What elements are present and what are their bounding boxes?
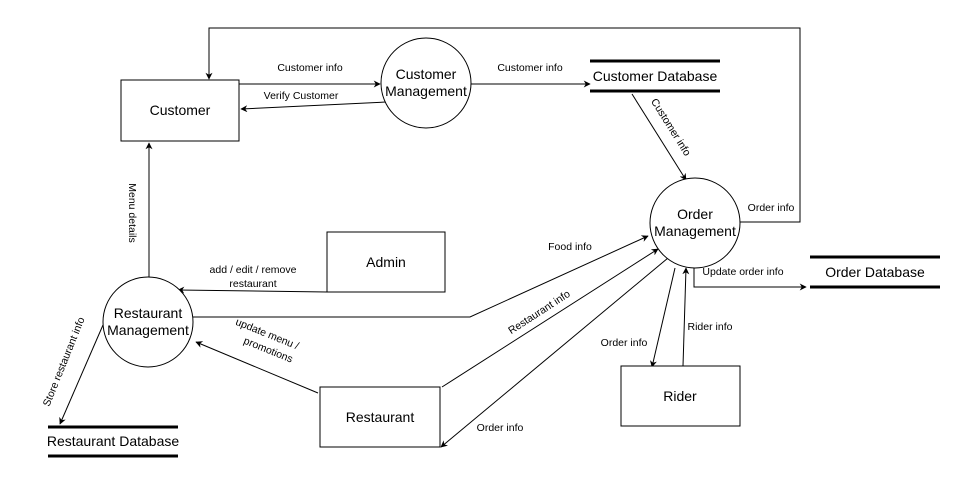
flow-label-add-edit-remove-line2: restaurant (229, 278, 276, 290)
customer-management-label-line1: Customer (396, 66, 457, 82)
restaurant-database-label: Restaurant Database (47, 433, 180, 449)
flow-label-verify-customer: Verify Customer (264, 90, 339, 102)
restaurant-management-process: Restaurant Management (102, 276, 194, 368)
flow-order-management-to-customer (205, 27, 801, 223)
restaurant-management-label-line1: Restaurant (114, 305, 183, 321)
order-database-label: Order Database (825, 264, 925, 280)
customer-entity: Customer (120, 79, 240, 142)
order-database-store: Order Database (810, 255, 940, 289)
customer-database-store: Customer Database (590, 59, 720, 93)
restaurant-entity: Restaurant (319, 386, 441, 448)
flow-label-add-edit-remove-line1: add / edit / remove (210, 264, 297, 276)
flow-restaurant-management-to-restaurant-database (59, 324, 104, 425)
order-management-label-line2: Management (654, 223, 736, 239)
flow-label-order-info-rider: Order info (601, 337, 648, 349)
flow-label-menu-details: Menu details (126, 183, 138, 243)
flow-admin-to-restaurant-management (177, 286, 328, 294)
restaurant-label: Restaurant (346, 409, 415, 425)
flow-lines (59, 27, 807, 448)
flow-label-update-order-info: Update order info (702, 266, 783, 278)
admin-label: Admin (366, 254, 406, 270)
flow-restaurant-to-order-management (441, 248, 659, 388)
customer-database-label: Customer Database (593, 68, 718, 84)
customer-label: Customer (150, 102, 211, 118)
flow-label-customer-info-2: Customer info (497, 62, 563, 74)
flow-label-order-info-customer: Order info (748, 202, 795, 214)
flow-label-store-restaurant-info: Store restaurant info (41, 315, 88, 408)
customer-management-process: Customer Management (380, 37, 472, 129)
flow-order-management-to-order-database (693, 268, 807, 291)
admin-entity: Admin (326, 231, 446, 293)
flow-label-restaurant-info: Restaurant info (506, 288, 572, 337)
flow-customer-management-to-customer (240, 101, 387, 113)
restaurant-database-store: Restaurant Database (47, 425, 180, 458)
flow-restaurant-management-to-order-management (193, 235, 649, 318)
flow-customer-database-to-order-management (631, 93, 687, 181)
flow-restaurant-to-restaurant-management (195, 341, 319, 394)
order-management-label-line1: Order (677, 206, 713, 222)
flow-rider-to-order-management (682, 267, 690, 367)
rider-label: Rider (663, 388, 697, 404)
customer-management-label-line2: Management (385, 83, 467, 99)
flow-order-management-to-restaurant (440, 257, 669, 448)
flow-label-food-info: Food info (548, 241, 592, 253)
flow-label-customer-info-1: Customer info (277, 62, 343, 74)
flow-label-rider-info: Rider info (688, 321, 733, 333)
flow-order-management-to-rider (650, 267, 676, 368)
rider-entity: Rider (620, 365, 741, 427)
restaurant-management-label-line2: Management (107, 322, 189, 338)
order-management-process: Order Management (649, 177, 741, 269)
flow-label-customer-info-3: Customer info (648, 97, 693, 159)
flow-label-order-info-restaurant: Order info (477, 422, 524, 434)
